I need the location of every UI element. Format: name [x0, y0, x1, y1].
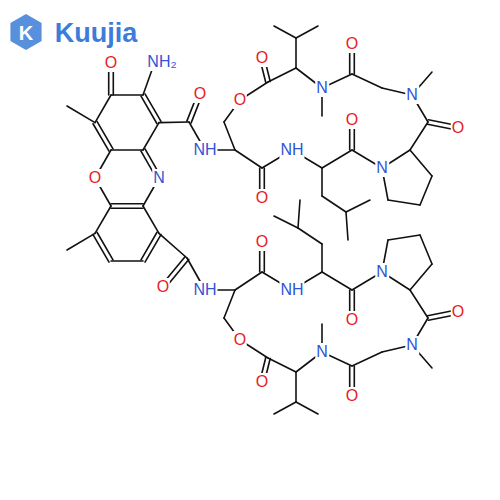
atom-label: N	[375, 263, 389, 281]
atom-label: O	[345, 111, 359, 129]
bond-line	[420, 235, 432, 264]
bond-line	[145, 94, 161, 122]
bond-line	[235, 150, 262, 168]
atom-label: NH	[192, 281, 217, 299]
bond-line	[410, 150, 432, 176]
bond-line	[268, 68, 296, 82]
bond-line	[295, 38, 297, 68]
atom-label: NH	[279, 281, 304, 299]
logo-letter: K	[18, 22, 34, 44]
bond-line	[111, 208, 143, 210]
atom-label: O	[88, 169, 102, 187]
atom-label: O	[156, 278, 170, 296]
atom-label: O	[255, 189, 269, 207]
atom-label: N	[315, 79, 329, 97]
atom-label: N	[375, 159, 389, 177]
bond-line	[321, 244, 323, 272]
bond-line	[67, 106, 95, 123]
atom-label: N	[405, 86, 419, 104]
atom-label: O	[193, 85, 207, 103]
atom-label: O	[255, 233, 269, 251]
atom-label: NH	[192, 141, 217, 159]
bond-line	[388, 200, 420, 205]
bond-line	[224, 290, 235, 318]
atom-label: O	[345, 387, 359, 405]
bond-line	[321, 168, 323, 196]
bond-line	[95, 95, 111, 123]
atom-label: N	[152, 169, 166, 187]
atom-label: O	[255, 49, 269, 67]
bond-line	[143, 123, 159, 150]
bond-line	[143, 67, 153, 95]
atom-label: NH₂	[146, 53, 177, 71]
bond-line	[111, 149, 143, 151]
atom-label: O	[255, 373, 269, 391]
bond-line	[322, 196, 346, 212]
bond-line	[93, 124, 109, 151]
bond-line	[352, 352, 382, 366]
bond-line	[295, 372, 297, 402]
logo-hexagon	[10, 14, 41, 50]
watermark-text: Kuujia	[54, 19, 139, 48]
bond-line	[111, 260, 143, 262]
atom-label: N	[405, 336, 419, 354]
bond-line	[111, 203, 143, 205]
bond-line	[274, 402, 296, 414]
bond-line	[298, 228, 322, 244]
bond-line	[224, 122, 235, 150]
atom-label: O	[345, 35, 359, 53]
bond-line	[274, 26, 296, 38]
bond-line	[159, 233, 187, 258]
bond-line	[235, 272, 262, 290]
atom-label: O	[451, 303, 465, 321]
bond-line	[111, 94, 143, 96]
bond-line	[268, 358, 296, 372]
bond-line	[346, 200, 370, 212]
bond-line	[346, 212, 348, 240]
bond-line	[410, 264, 432, 290]
bond-line	[322, 272, 352, 290]
atom-label: O	[233, 331, 247, 349]
bond-line	[274, 216, 298, 228]
bond-line	[97, 232, 113, 260]
atom-label: N	[315, 343, 329, 361]
bond-line	[388, 235, 420, 240]
atom-label: O	[451, 119, 465, 137]
bond-line	[296, 402, 318, 414]
bond-line	[410, 290, 428, 318]
bond-line	[352, 74, 382, 88]
bond-line	[95, 206, 111, 233]
atom-label: NH	[279, 141, 304, 159]
atom-label: O	[233, 91, 247, 109]
atom-label: O	[104, 54, 118, 72]
bond-line	[141, 232, 157, 260]
bond-line	[420, 176, 432, 205]
atom-label: O	[345, 311, 359, 329]
bond-line	[410, 122, 428, 150]
bond-line	[67, 233, 95, 250]
bond-line	[298, 200, 300, 228]
bond-line	[143, 206, 159, 233]
bond-line	[296, 26, 318, 38]
bond-line	[159, 121, 189, 123]
bond-line	[322, 150, 352, 168]
